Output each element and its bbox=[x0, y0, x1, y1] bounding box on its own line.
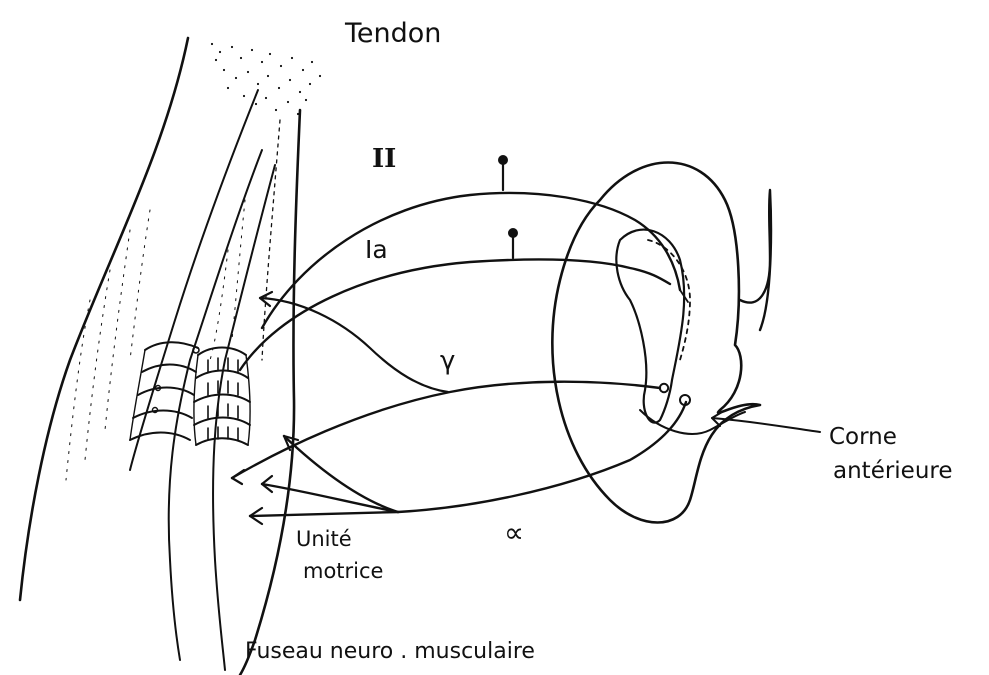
tendon-stipple bbox=[211, 43, 321, 115]
corne-pointer bbox=[712, 412, 820, 432]
gray-matter-horn bbox=[616, 230, 684, 423]
muscle-outline bbox=[20, 38, 300, 675]
spindle-bands-right bbox=[194, 348, 250, 446]
motrice-label: motrice bbox=[303, 560, 383, 582]
anterieure-label: antérieure bbox=[833, 459, 953, 483]
fiber-ii-label: II bbox=[372, 146, 396, 173]
anterior-horn-outline bbox=[640, 410, 745, 434]
spinal-cord-section bbox=[552, 163, 771, 523]
fiber-alpha bbox=[250, 395, 690, 524]
corne-label: Corne bbox=[829, 425, 897, 449]
gamma-label: γ bbox=[440, 348, 455, 375]
fuseau-label: Fuseau neuro . musculaire bbox=[245, 640, 535, 663]
fiber-ii bbox=[262, 156, 688, 328]
fiber-ia-recurrent bbox=[260, 292, 448, 392]
tendon-label: Tendon bbox=[345, 20, 441, 48]
alpha-label: ∝ bbox=[504, 518, 524, 547]
muscle-left-border bbox=[20, 38, 188, 600]
muscle-inner-edge-2 bbox=[169, 150, 262, 660]
central-canal-hook bbox=[740, 190, 771, 330]
unite-label: Unité bbox=[296, 528, 352, 550]
fiber-ia-label: Ia bbox=[365, 237, 388, 263]
spinal-cord-outline bbox=[552, 163, 760, 523]
fiber-gamma bbox=[232, 382, 668, 484]
